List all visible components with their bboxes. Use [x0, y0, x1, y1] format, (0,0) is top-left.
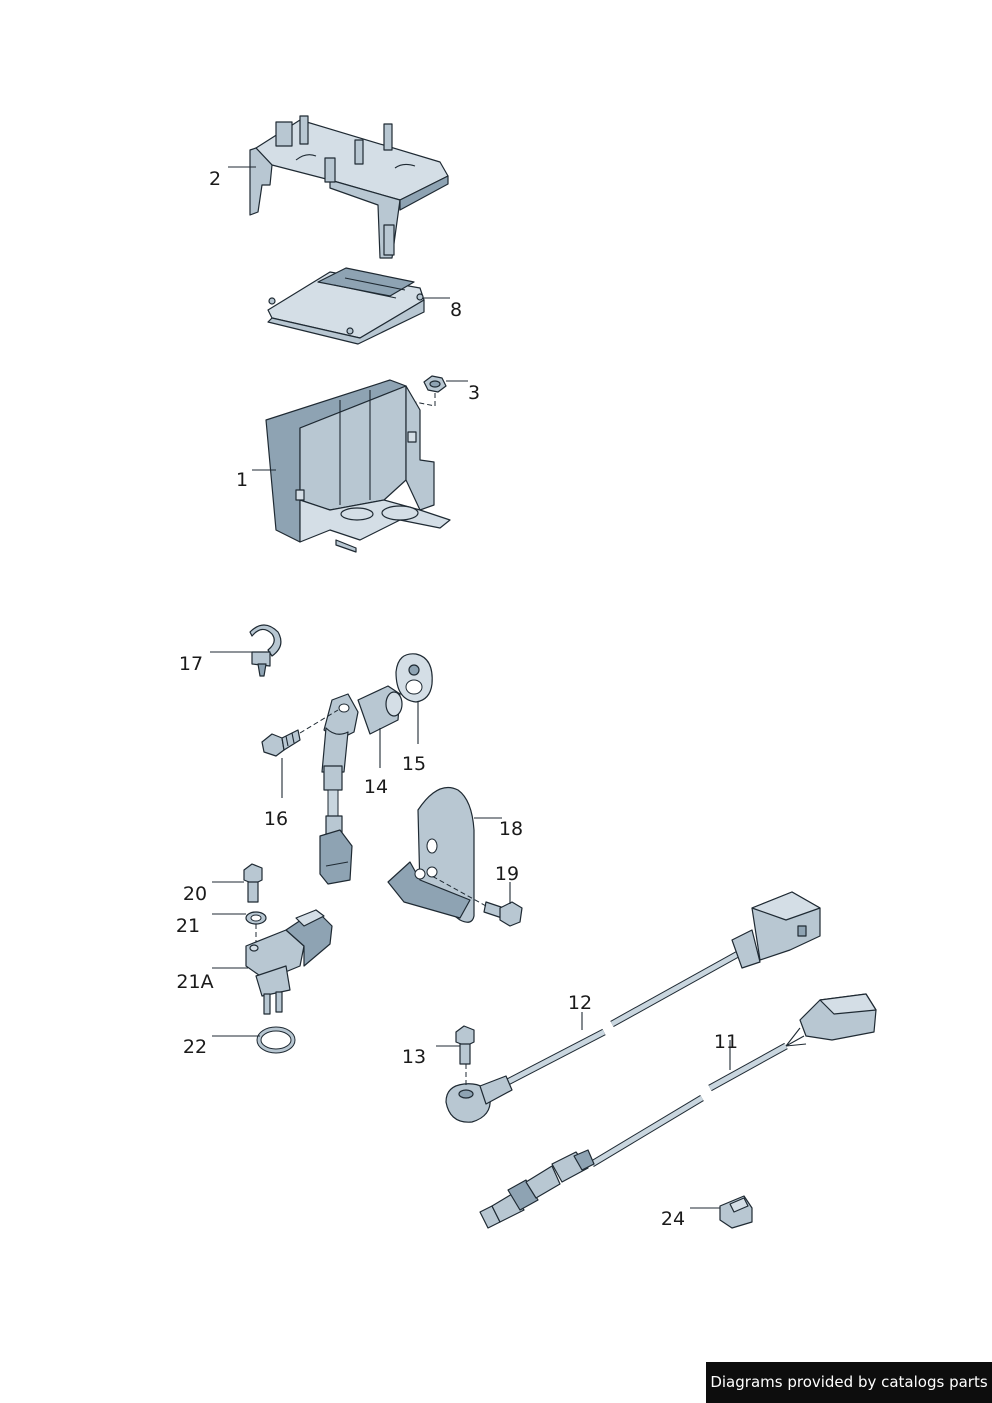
part-20-hall-sender[interactable]: [245, 909, 333, 1015]
part-21-bolt[interactable]: [243, 863, 263, 903]
part-21a-washer[interactable]: [245, 911, 267, 925]
callout-20[interactable]: 21A: [176, 971, 213, 993]
callout-2[interactable]: 2: [209, 168, 221, 190]
part-13-bolt[interactable]: [455, 1025, 475, 1065]
part-8-control-unit[interactable]: [267, 267, 425, 345]
callout-8[interactable]: 8: [450, 299, 462, 321]
callout-13[interactable]: 13: [402, 1046, 426, 1068]
part-18-bracket-plate[interactable]: [387, 786, 475, 923]
part-11-lambda-probe[interactable]: [479, 993, 877, 1229]
callout-16[interactable]: 16: [264, 808, 288, 830]
part-19-bolt[interactable]: [483, 901, 523, 927]
callout-14[interactable]: 14: [364, 776, 388, 798]
part-12-knock-sensor[interactable]: [445, 891, 821, 1123]
callout-22[interactable]: 22: [183, 1036, 207, 1058]
leader-19-dash: [431, 875, 487, 907]
credit-banner: Diagrams provided by catalogs parts: [706, 1362, 992, 1403]
callout-24[interactable]: 24: [661, 1208, 685, 1230]
callout-1[interactable]: 1: [236, 469, 248, 491]
callout-12[interactable]: 12: [568, 992, 592, 1014]
callout-19[interactable]: 19: [495, 863, 519, 885]
part-14-speed-sensor[interactable]: [319, 685, 403, 885]
part-1-tray[interactable]: [265, 379, 451, 553]
part-2-bracket[interactable]: [249, 115, 449, 259]
callout-21[interactable]: 20: [183, 883, 207, 905]
callout-18[interactable]: 18: [499, 818, 523, 840]
part-3-nut[interactable]: [423, 375, 447, 393]
part-17-clip[interactable]: [249, 624, 282, 677]
part-16-bolt[interactable]: [261, 729, 301, 757]
callout-17[interactable]: 17: [179, 653, 203, 675]
part-24-clip[interactable]: [719, 1195, 753, 1229]
callout-21a[interactable]: 21: [176, 915, 200, 937]
callout-15[interactable]: 15: [402, 753, 426, 775]
part-15-gasket[interactable]: [395, 653, 433, 703]
callout-11[interactable]: 11: [714, 1031, 738, 1053]
part-22-o-ring[interactable]: [256, 1026, 296, 1054]
callout-3[interactable]: 3: [468, 382, 480, 404]
